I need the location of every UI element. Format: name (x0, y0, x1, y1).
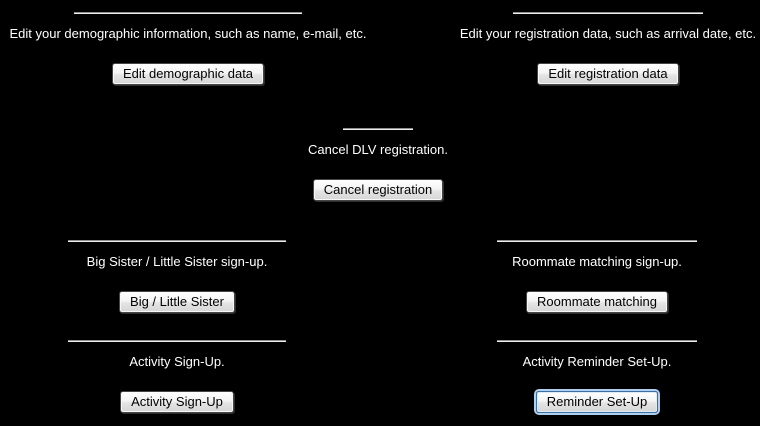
section-roommate-matching: Roommate matching sign-up. Roommate matc… (477, 240, 717, 313)
big-little-sister-button[interactable]: Big / Little Sister (119, 291, 235, 313)
section-divider (74, 12, 302, 14)
section-divider (497, 340, 697, 342)
roommate-matching-button[interactable]: Roommate matching (526, 291, 668, 313)
section-cancel-registration: Cancel DLV registration. Cancel registra… (278, 128, 478, 201)
section-divider (68, 240, 286, 242)
section-description: Edit your registration data, such as arr… (459, 26, 757, 41)
section-reminder-setup: Activity Reminder Set-Up. Reminder Set-U… (477, 340, 717, 413)
section-activity-signup: Activity Sign-Up. Activity Sign-Up (57, 340, 297, 413)
section-description: Activity Sign-Up. (129, 354, 225, 369)
section-description: Edit your demographic information, such … (9, 26, 367, 41)
edit-demographic-data-button[interactable]: Edit demographic data (111, 63, 265, 85)
cancel-registration-button[interactable]: Cancel registration (312, 179, 444, 201)
reminder-setup-button[interactable]: Reminder Set-Up (535, 391, 659, 413)
section-description: Roommate matching sign-up. (512, 254, 682, 269)
section-big-little-sister: Big Sister / Little Sister sign-up. Big … (57, 240, 297, 313)
section-description: Big Sister / Little Sister sign-up. (86, 254, 268, 269)
section-description: Activity Reminder Set-Up. (522, 354, 672, 369)
section-divider (513, 12, 703, 14)
section-demographic: Edit your demographic information, such … (0, 12, 378, 85)
section-description: Cancel DLV registration. (308, 142, 448, 157)
section-divider (497, 240, 697, 242)
edit-registration-data-button[interactable]: Edit registration data (537, 63, 679, 85)
section-registration: Edit your registration data, such as arr… (453, 12, 760, 85)
section-divider (68, 340, 286, 342)
section-divider (343, 128, 413, 130)
activity-signup-button[interactable]: Activity Sign-Up (120, 391, 234, 413)
